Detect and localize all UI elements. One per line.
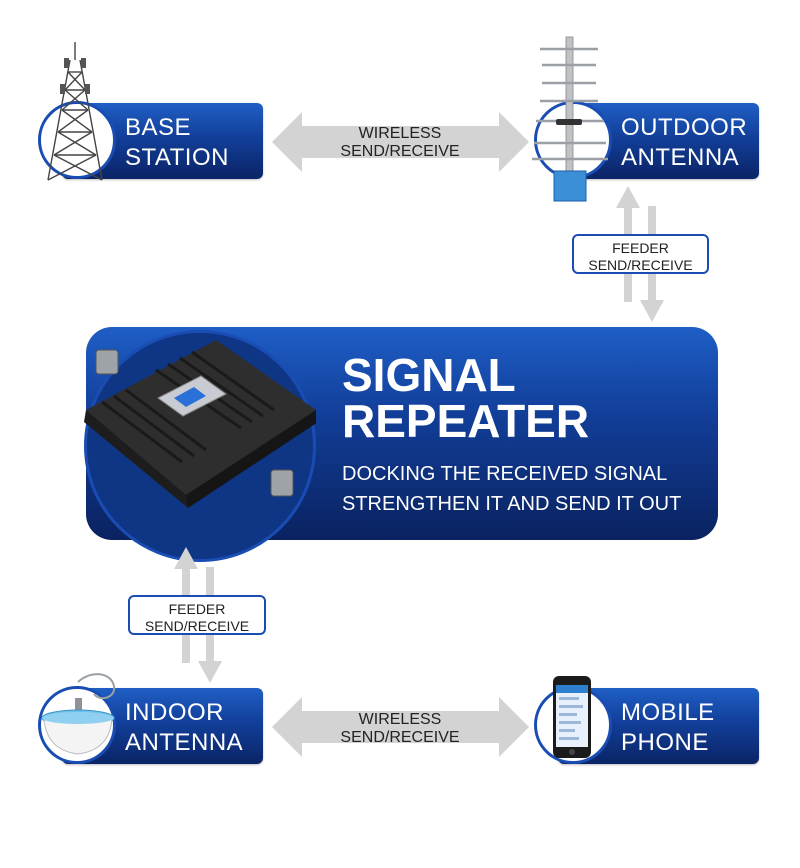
bottom-wireless-line1: WIRELESS bbox=[358, 711, 442, 728]
repeater-title-line1: SIGNAL bbox=[342, 349, 516, 401]
ceiling-antenna-icon bbox=[36, 668, 120, 760]
outdoor-antenna-label: OUTDOOR ANTENNA bbox=[621, 113, 747, 173]
indoor-antenna-label: INDOOR ANTENNA bbox=[125, 698, 243, 758]
top-wireless-line2: SEND/RECEIVE bbox=[340, 143, 460, 160]
base-station-line2: STATION bbox=[125, 144, 229, 171]
indoor-antenna-line2: ANTENNA bbox=[125, 729, 244, 756]
top-wireless-label: WIRELESS SEND/RECEIVE bbox=[300, 125, 500, 161]
yagi-antenna-icon bbox=[530, 35, 610, 205]
lower-feeder-line2: SEND/RECEIVE bbox=[144, 618, 250, 634]
mobile-phone-line2: PHONE bbox=[621, 729, 709, 756]
base-station-label: BASE STATION bbox=[125, 113, 229, 173]
bottom-wireless-arrow bbox=[272, 697, 529, 757]
repeater-subtitle: DOCKING THE RECEIVED SIGNAL STRENGTHEN I… bbox=[342, 459, 681, 519]
repeater-sub-line2: STRENGTHEN IT AND SEND IT OUT bbox=[342, 493, 682, 515]
upper-feeder-box: FEEDER SEND/RECEIVE bbox=[572, 234, 709, 274]
bottom-wireless-line2: SEND/RECEIVE bbox=[340, 729, 460, 746]
outdoor-antenna-line1: OUTDOOR bbox=[621, 114, 748, 141]
lower-feeder-line1: FEEDER bbox=[168, 601, 226, 617]
repeater-sub-line1: DOCKING THE RECEIVED SIGNAL bbox=[342, 463, 668, 485]
upper-feeder-line2: SEND/RECEIVE bbox=[588, 257, 693, 273]
lower-feeder-box: FEEDER SEND/RECEIVE bbox=[128, 595, 266, 635]
repeater-title: SIGNAL REPEATER bbox=[342, 352, 589, 444]
base-station-line1: BASE bbox=[125, 114, 192, 141]
mobile-phone-line1: MOBILE bbox=[621, 699, 715, 726]
signal-repeater-device-icon bbox=[66, 330, 318, 545]
top-wireless-arrow bbox=[272, 112, 529, 172]
mobile-phone-label: MOBILE PHONE bbox=[621, 698, 715, 758]
smartphone-icon bbox=[552, 675, 592, 759]
indoor-antenna-line1: INDOOR bbox=[125, 699, 224, 726]
upper-feeder-line1: FEEDER bbox=[612, 240, 669, 256]
top-wireless-line1: WIRELESS bbox=[358, 125, 442, 142]
repeater-title-line2: REPEATER bbox=[342, 395, 590, 447]
bottom-wireless-label: WIRELESS SEND/RECEIVE bbox=[300, 711, 500, 747]
outdoor-antenna-line2: ANTENNA bbox=[621, 144, 740, 171]
cell-tower-icon bbox=[40, 40, 110, 182]
